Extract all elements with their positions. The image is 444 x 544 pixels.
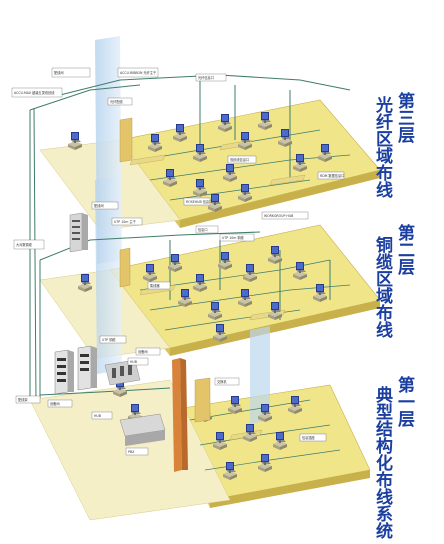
floor1-tag-6: 信息插座 [302,435,316,440]
floor2-label: 第二层 [394,224,416,275]
floor1-subtitle: 典型结构化布线系统 [372,386,392,539]
floor1-tag-0: UTP 铜缆 [102,337,116,342]
rack-floor1-c [104,359,141,386]
floor2-tag-1: UTP 10m 主干 [114,219,137,224]
patch-panel-floor1 [119,413,166,446]
floor2-tag-0: 配线间 [94,203,104,208]
floor3-subtitle-wrap: 光纤区域布线 [372,96,394,198]
floor3-tags: 配线间 ACCU-RIBBON 光纤主干 ACCU-MAX 超级五类双绞线 光纤… [11,67,344,206]
floor1-tag-2: HUB [94,414,101,418]
floor3-tag-4: 光纤信息口 [198,75,214,80]
wall-panels [119,117,211,423]
floor1-tag-3: 配线架 [18,397,28,402]
floor3-tag-0: 配线间 [54,70,64,75]
floor2-tag-6: UTP 10m 铜缆 [222,235,245,240]
rack-floor1-a [54,349,74,395]
orange-riser [172,358,188,472]
floor2-slab [39,224,381,359]
floor3-subtitle: 光纤区域布线 [372,96,392,198]
floor1-subtitle-wrap: 典型结构化布线系统 [372,386,394,539]
floor1-tag-1: 设备间 [138,349,148,354]
floor2-tag-4: 信息口 [198,227,208,232]
floor1-tag-5: 交换机 [217,379,227,384]
floor3-tag-1: ACCU-RIBBON 光纤主干 [120,70,157,75]
floor3-tag-3: 光纤配线 [110,99,124,104]
floor2-tag-5: HUB [130,360,137,364]
floor2-tag-2: 大对数铜缆 [16,242,33,247]
floor2-title: 第二层 [394,224,414,275]
floor2-tag-3: 集线器 [150,283,160,288]
floor2-tags: 配线间 UTP 10m 主干 大对数铜缆 集线器 信息口 HUB UTP 10m… [13,201,309,366]
floor3-tag-2: ACCU-MAX 超级五类双绞线 [14,90,55,95]
floor1-tags: UTP 铜缆 设备间 HUB 配线架 PBX 交换机 信息插座 设备间 [15,335,327,456]
floor3-tag-5: 双绞线信息口 [230,157,249,162]
floor2-subtitle: 铜缆区域布线 [372,236,392,338]
floor3-label: 第三层 [394,92,416,143]
floor2-subtitle-wrap: 铜缆区域布线 [372,236,394,338]
floor1-tag-4: PBX [128,450,135,454]
equipment-racks [54,212,166,446]
floor3-slab [39,99,381,231]
floor1-title: 第一层 [394,376,414,427]
floor3-tag-6: ROSEHUB 信息口 [186,199,212,204]
floor1-label: 第一层 [394,376,416,427]
rack-floor2 [69,212,88,253]
floor3-title: 第三层 [394,92,414,143]
floor2-tag-7: WORKGROUP HUB [264,214,293,218]
floor3-tag-7: RDM 数据信息口 [320,173,344,178]
rack-floor1-b [77,345,97,391]
floor1-tag-7: 设备间 [50,401,60,406]
